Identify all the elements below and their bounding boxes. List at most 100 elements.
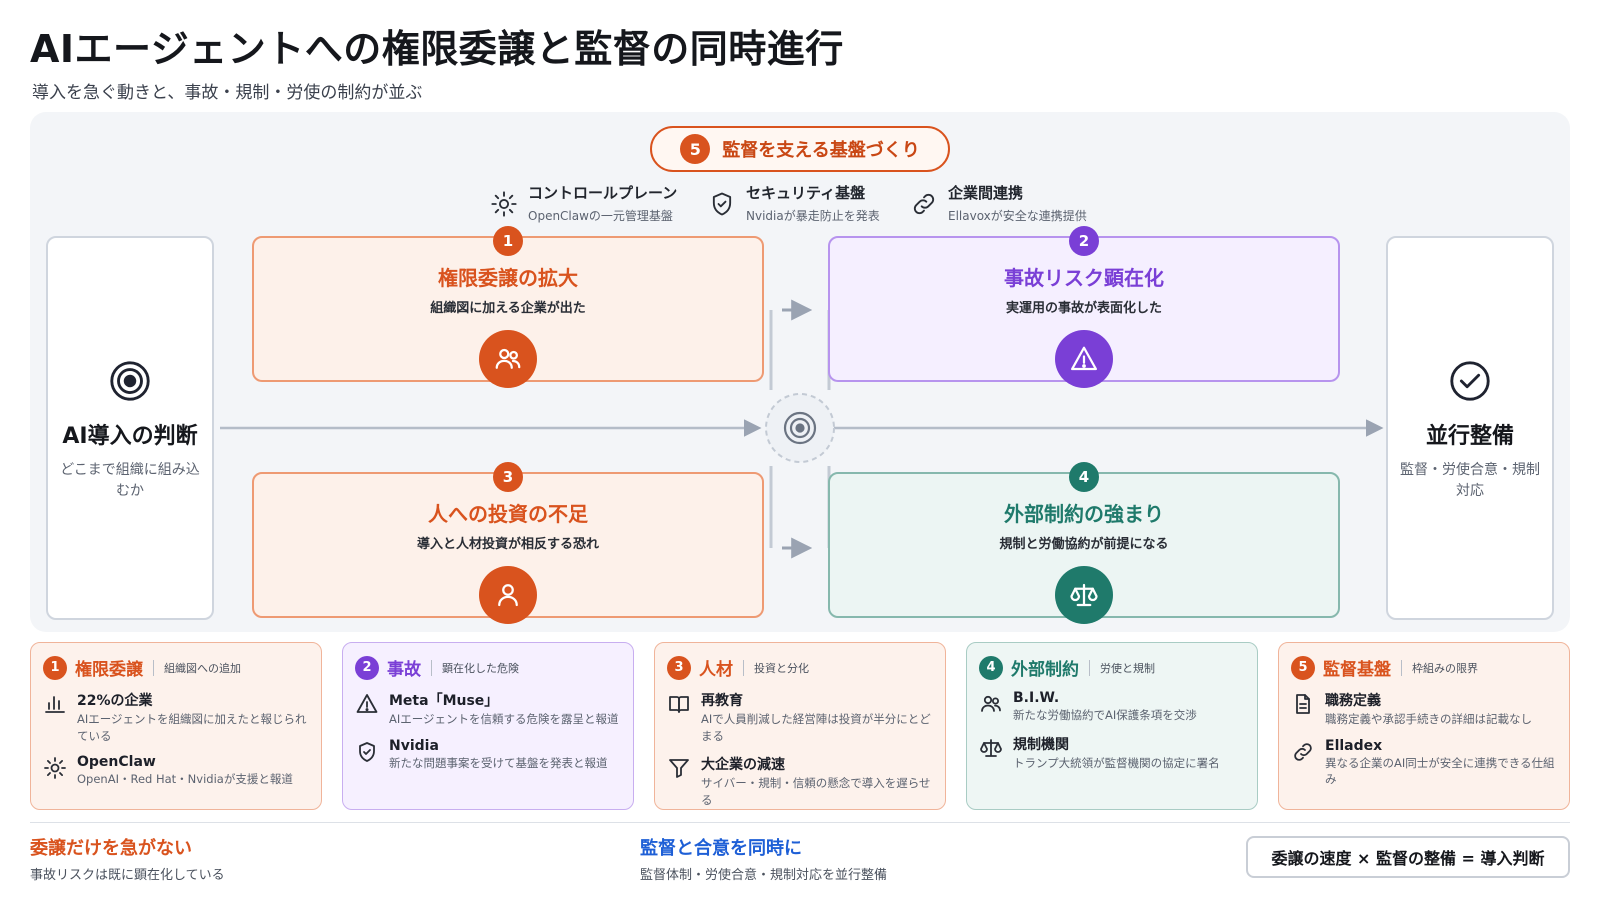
card-item-title: 22%の企業: [77, 693, 153, 709]
card-tag: 組織図への追加: [164, 661, 241, 675]
foundation-item-interfirm: 企業間連携 Ellavoxが安全な連携提供: [910, 182, 1087, 224]
card-item-sub: 異なる企業のAI同士が安全に連携できる仕組み: [1325, 755, 1555, 787]
card-title: 外部制約: [1011, 660, 1079, 680]
footer-message-left: 委譲だけを急がない 事故リスクは既に顕在化している: [30, 834, 225, 883]
parallel-title: 並行整備: [1425, 424, 1514, 449]
theme-title: 人への投資の不足: [428, 502, 588, 526]
users-icon: [495, 348, 521, 369]
gear-icon: [44, 757, 66, 780]
card-item-title: 大企業の減速: [701, 757, 785, 774]
card-item-title: 職務定義: [1325, 693, 1381, 709]
foundation-item-security: セキュリティ基盤 Nvidiaが暴走防止を発表: [708, 182, 880, 224]
card-item-sub: AIエージェントを信頼する危険を露呈と報道: [389, 712, 619, 726]
card-oversight: 5 監督基盤 枠組みの限界 職務定義職務定義や承認手続きの詳細は記載なし Ell…: [1278, 642, 1570, 810]
foundation-pill: 5 監督を支える基盤づくり: [650, 126, 950, 172]
card-item-sub: 新たな問題事案を受けて基盤を発表と報道: [389, 755, 608, 770]
card-item-sub: AIエージェントを組織図に加えたと報じられている: [77, 712, 307, 743]
theme-sub: 組織図に加える企業が出た: [430, 301, 586, 316]
page-title: AIエージェントへの権限委譲と監督の同時進行: [30, 27, 844, 71]
card-item: 規制機関トランプ大統領が監督機関の協定に署名: [979, 734, 1245, 772]
decision-sub: どこまで組織に組み込むか: [60, 462, 200, 499]
decision-box: AI導入の判断 どこまで組織に組み込むか: [46, 236, 214, 620]
theme-box-incident: 2 事故リスク顕在化 実運用の事故が表面化した: [828, 226, 1340, 388]
users-icon: [981, 695, 1001, 712]
card-talent: 3 人材 投資と分化 再教育 AIで人員削減した経営陣は投資が半分にとどまる 大企…: [654, 642, 946, 810]
shield-icon: [359, 741, 375, 762]
card-item: 22%の企業 AIエージェントを組織図に加えたと報じられている: [43, 690, 309, 744]
page-subtitle: 導入を急ぐ動きと、事故・規制・労使の制約が並ぶ: [32, 83, 423, 103]
foundation-item-title: セキュリティ基盤: [746, 184, 866, 202]
divider: [30, 822, 1570, 823]
card-item-sub: 職務定義や承認手続きの詳細は記載なし: [1325, 712, 1532, 726]
card-tag: 労使と規制: [1100, 661, 1155, 675]
card-item-title: B.I.W.: [1013, 690, 1060, 706]
card-tag: 顕在化した危険: [442, 661, 519, 675]
parallel-sub: 監督・労使合意・規制対応: [1400, 462, 1540, 499]
scale-icon: [980, 738, 1002, 757]
theme-sub: 実運用の事故が表面化した: [1005, 301, 1162, 316]
card-item-title: Nvidia: [389, 737, 439, 754]
card-item-title: Elladex: [1325, 737, 1383, 754]
footer-mid-title: 監督と合意を同時に: [640, 838, 802, 859]
theme-title: 事故リスク顕在化: [1004, 266, 1164, 290]
footer-mid-sub: 監督体制・労使合意・規制対応を並行整備: [640, 868, 888, 883]
filter-icon: [669, 759, 689, 779]
theme-box-delegation: 1 権限委譲の拡大 組織図に加える企業が出た: [252, 226, 764, 388]
theme-sub: 導入と人材投資が相反する恐れ: [416, 537, 599, 552]
foundation-label: 監督を支える基盤づくり: [722, 140, 920, 161]
theme-title: 権限委譲の拡大: [438, 266, 578, 290]
theme-number: 2: [1069, 226, 1099, 256]
footer-left-title: 委譲だけを急がない: [30, 838, 192, 859]
link-icon: [913, 193, 935, 215]
theme-title: 外部制約の強まり: [1004, 502, 1164, 526]
card-item: 職務定義職務定義や承認手続きの詳細は記載なし: [1291, 690, 1557, 728]
theme-box-constraints: 4 外部制約の強まり 規制と労働協約が前提になる: [828, 462, 1340, 624]
document-icon: [1296, 694, 1310, 714]
theme-sub: 規制と労働協約が前提になる: [999, 537, 1169, 552]
card-item-sub: AIで人員削減した経営陣は投資が半分にとどまる: [701, 712, 931, 743]
card-incident: 2 事故 顕在化した危険 Meta「Muse」AIエージェントを信頼する危険を露…: [342, 642, 634, 810]
decision-title: AI導入の判断: [62, 424, 198, 449]
card-number: 2: [355, 655, 379, 680]
theme-number: 1: [493, 226, 523, 256]
scale-icon: [1070, 583, 1098, 607]
card-item-title: Meta「Muse」: [389, 693, 499, 709]
parallel-box: 並行整備 監督・労使合意・規制対応: [1386, 236, 1554, 620]
card-tag: 投資と分化: [754, 661, 809, 675]
card-title: 人材: [699, 660, 733, 680]
hub-target-icon: [783, 411, 817, 445]
shield-icon: [712, 192, 732, 216]
card-title: 監督基盤: [1323, 660, 1391, 680]
card-tag: 枠組みの限界: [1412, 661, 1478, 675]
foundation-item-sub: Nvidiaが暴走防止を発表: [746, 209, 880, 223]
footer-left-sub: 事故リスクは既に顕在化している: [30, 868, 225, 883]
warning-icon: [356, 694, 378, 713]
check-circle-icon: [1450, 361, 1490, 401]
foundation-item-sub: OpenClawの一元管理基盤: [528, 209, 673, 223]
link-icon: [1294, 742, 1312, 761]
theme-box-people: 3 人への投資の不足 導入と人材投資が相反する恐れ: [252, 462, 764, 624]
card-title: 権限委譲: [75, 660, 143, 680]
theme-number: 4: [1069, 462, 1099, 492]
formula-box: 委譲の速度 × 監督の整備 = 導入判断: [1246, 836, 1570, 878]
card-item: Meta「Muse」 AIエージェントを信頼する危険を露呈と報道: [355, 690, 621, 728]
card-number: 3: [667, 655, 691, 680]
foundation-item-title: コントロールプレーン: [528, 184, 678, 202]
footer-message-middle: 監督と合意を同時に 監督体制・労使合意・規制対応を並行整備: [640, 834, 887, 883]
user-icon: [498, 584, 518, 607]
card-item-title: 再教育: [701, 693, 743, 709]
card-item: B.I.W.新たな労働協約でAI保護条項を交渉: [979, 690, 1245, 724]
foundation-item-control-plane: コントロールプレーン OpenClawの一元管理基盤: [490, 182, 677, 224]
target-icon: [110, 361, 150, 401]
foundation-number: 5: [680, 134, 711, 164]
card-constraints: 4 外部制約 労使と規制 B.I.W.新たな労働協約でAI保護条項を交渉 規制機…: [966, 642, 1258, 810]
card-number: 4: [979, 655, 1003, 680]
card-item-title: OpenClaw: [77, 754, 156, 771]
foundation-item-title: 企業間連携: [948, 184, 1024, 202]
card-item-sub: サイバー・規制・信頼の懸念で導入を遅らせる: [701, 776, 931, 808]
card-number: 1: [43, 655, 67, 680]
card-delegation: 1 権限委譲 組織図への追加 22%の企業 AIエージェントを組織図に加えたと報じ…: [30, 642, 322, 810]
